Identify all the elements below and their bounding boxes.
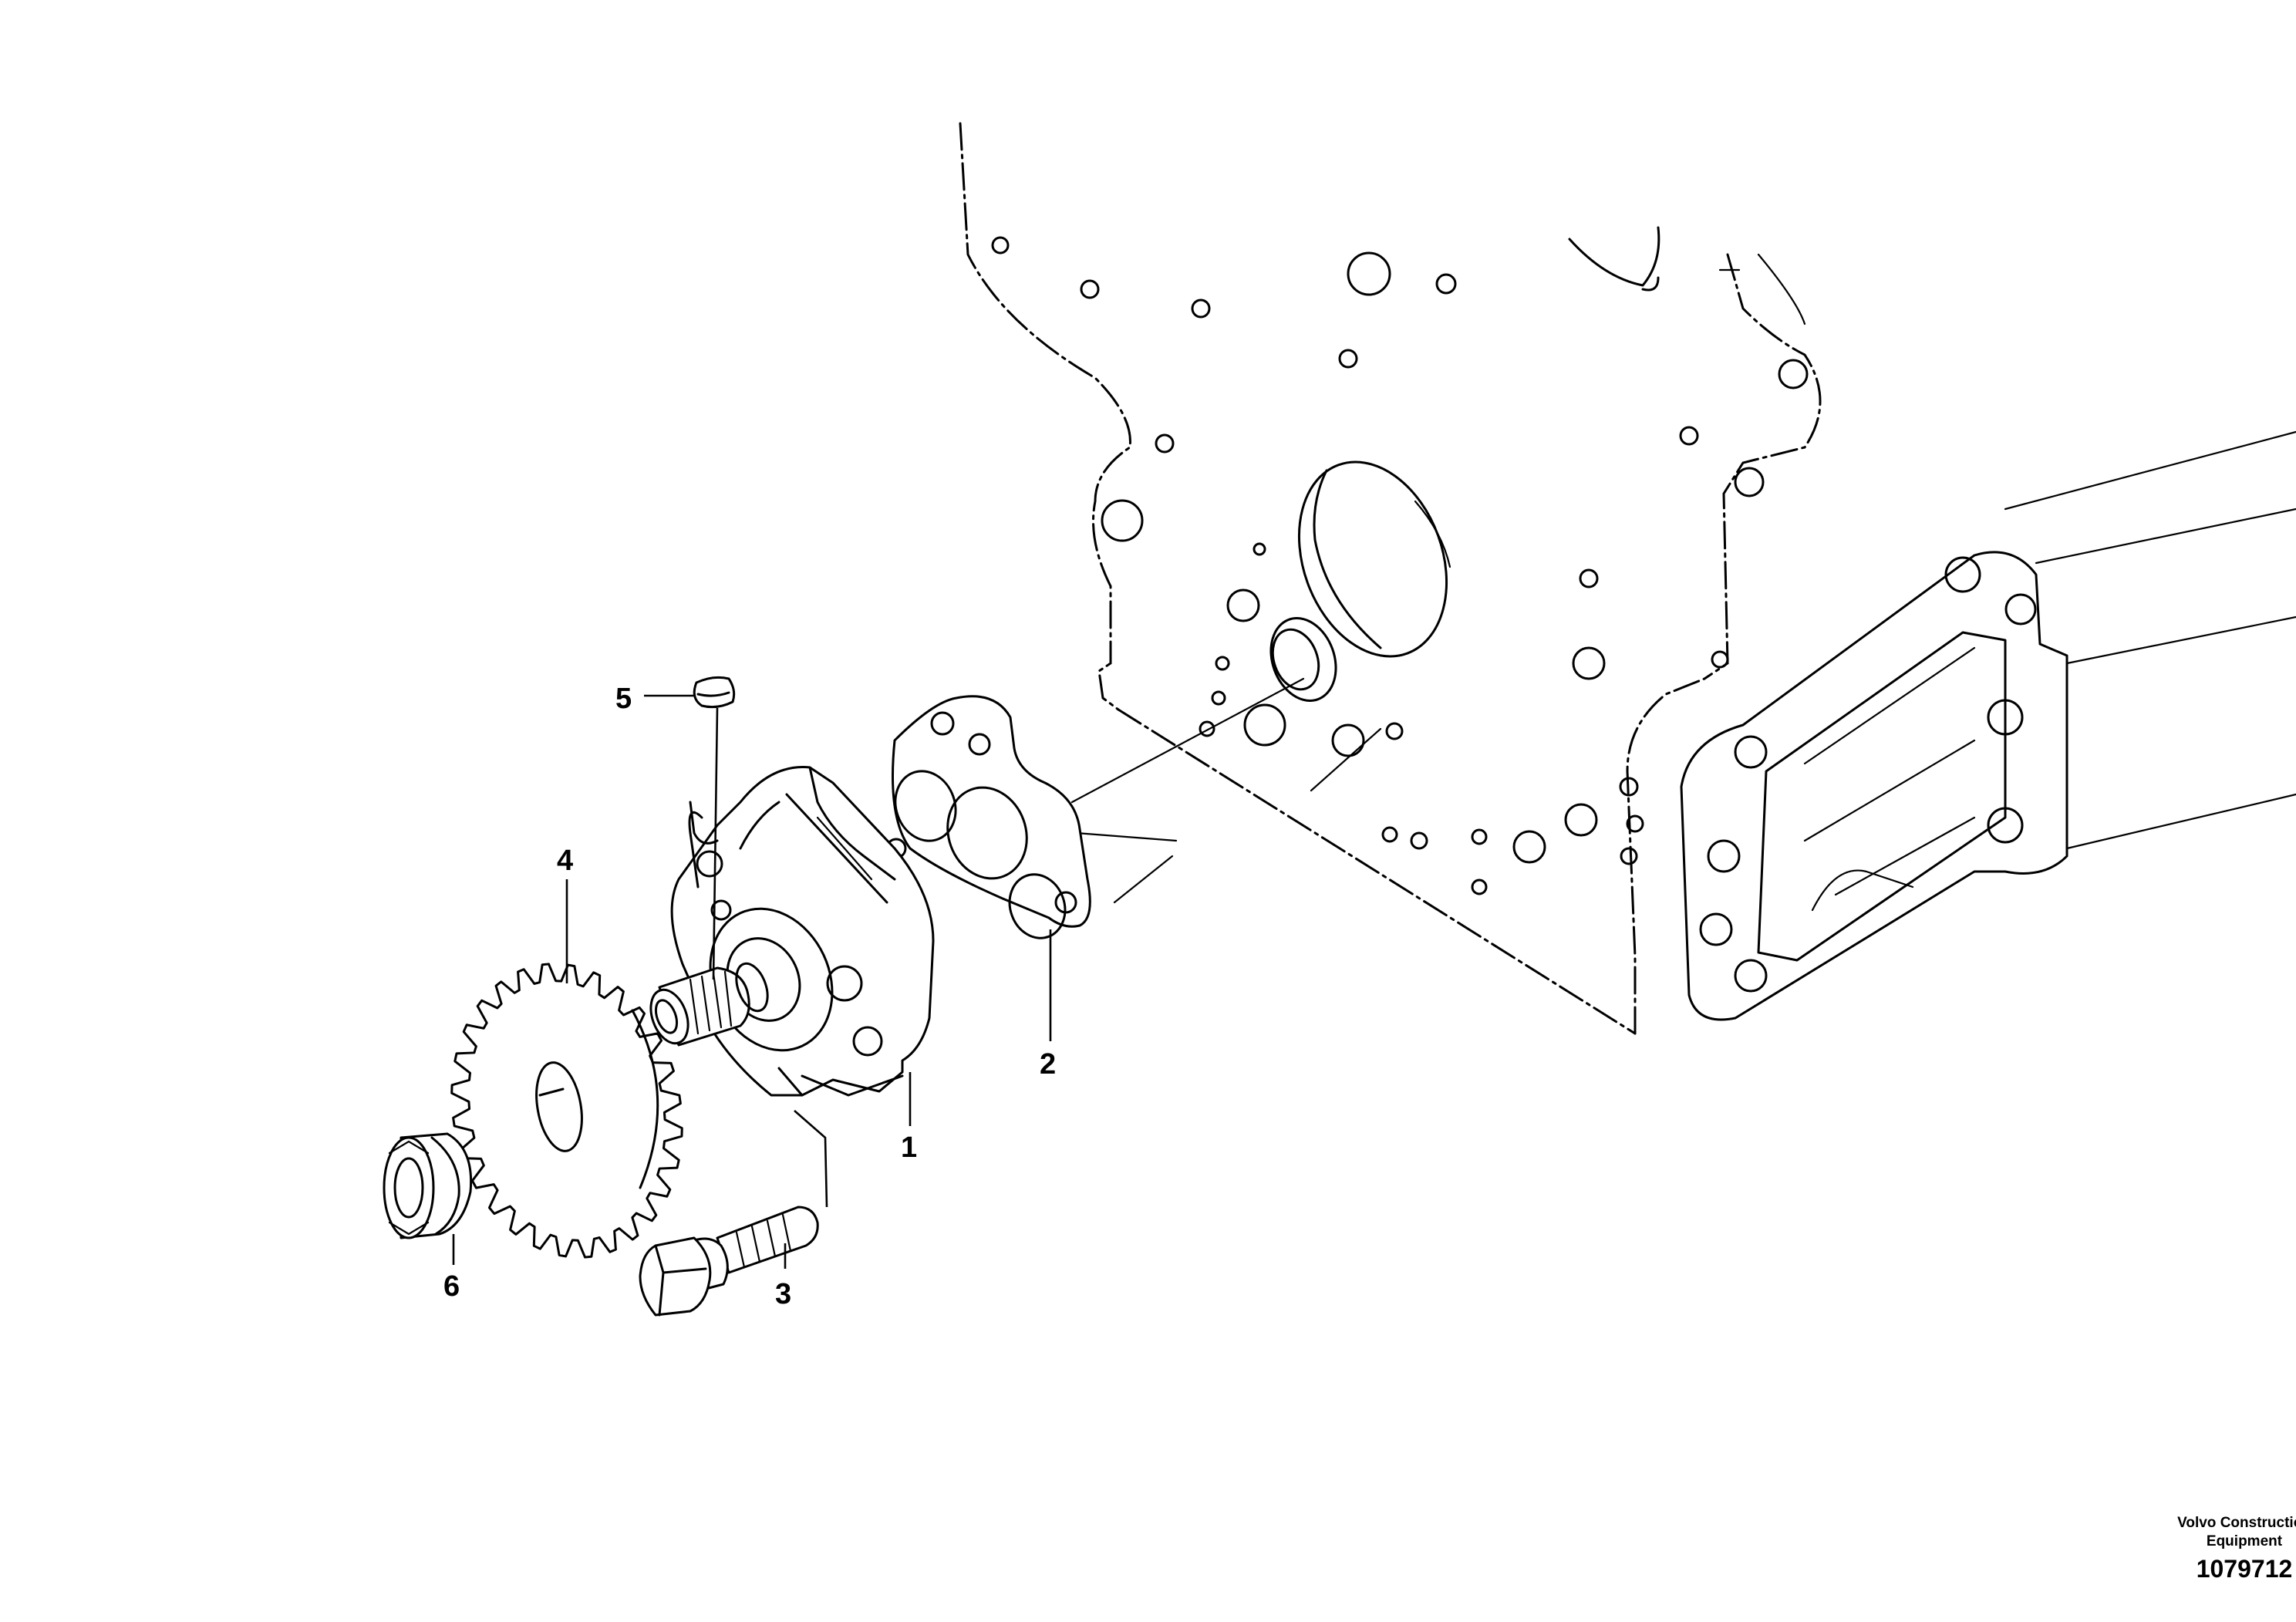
gear-nut	[383, 1132, 473, 1239]
callout-3: 3	[775, 1278, 791, 1310]
side-cover	[1680, 430, 2296, 1021]
callout-1: 1	[901, 1131, 917, 1164]
figure-number: 1079712	[2196, 1555, 2293, 1583]
callout-2: 2	[1040, 1048, 1056, 1081]
mounting-bolt	[639, 1110, 828, 1317]
oil-pump-body	[649, 766, 935, 1097]
pump-gasket	[885, 695, 1091, 939]
callouts: 5 4 6 2 1 3	[443, 683, 1056, 1310]
callout-4: 4	[557, 845, 573, 877]
company-name-line2: Equipment	[2206, 1533, 2283, 1549]
company-name: Volvo Construction Equipment	[2098, 1514, 2296, 1551]
drive-gear	[450, 963, 683, 1259]
woodruff-key	[693, 676, 736, 709]
company-name-line1: Volvo Construction	[2177, 1515, 2296, 1531]
engine-block	[959, 122, 2296, 1035]
block-holes	[991, 236, 1809, 895]
callout-6: 6	[443, 1270, 460, 1303]
callout-5: 5	[615, 683, 632, 715]
